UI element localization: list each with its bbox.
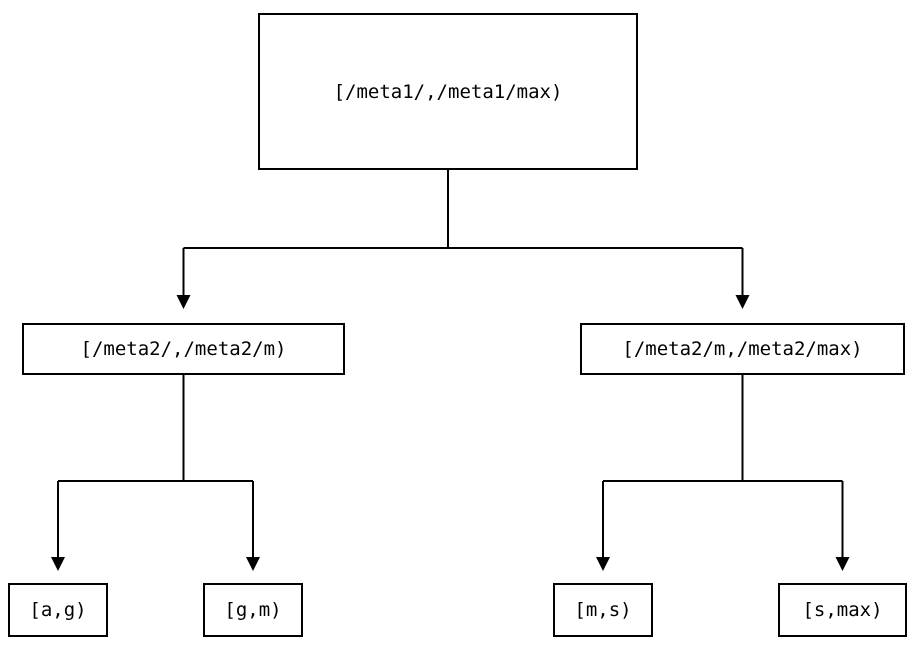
tree-node-leaf-a-g-label: [a,g): [29, 599, 87, 621]
arrowhead-icon: [51, 557, 65, 571]
tree-node-leaf-g-m: [g,m): [203, 583, 303, 637]
tree-node-leaf-m-s-label: [m,s): [574, 599, 632, 621]
tree-node-right-child: [/meta2/m,/meta2/max): [580, 323, 905, 375]
tree-node-left-child-label: [/meta2/,/meta2/m): [80, 338, 287, 360]
tree-node-root-label: [/meta1/,/meta1/max): [333, 80, 563, 103]
tree-node-leaf-s-max: [s,max): [778, 583, 907, 637]
arrowhead-icon: [596, 557, 610, 571]
arrowhead-icon: [246, 557, 260, 571]
tree-node-leaf-m-s: [m,s): [553, 583, 653, 637]
tree-node-leaf-s-max-label: [s,max): [802, 599, 883, 621]
arrowhead-icon: [835, 557, 850, 571]
tree-node-right-child-label: [/meta2/m,/meta2/max): [622, 338, 863, 360]
tree-node-leaf-a-g: [a,g): [8, 583, 108, 637]
arrowhead-icon: [735, 295, 750, 309]
tree-node-leaf-g-m-label: [g,m): [224, 599, 282, 621]
tree-node-left-child: [/meta2/,/meta2/m): [22, 323, 345, 375]
arrowhead-icon: [176, 295, 191, 309]
tree-node-root: [/meta1/,/meta1/max): [258, 13, 638, 170]
